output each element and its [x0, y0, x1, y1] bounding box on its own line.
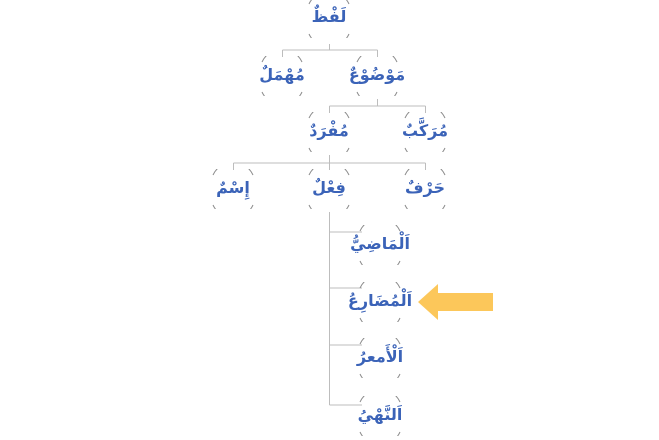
node-label: إِسْمٌ — [216, 178, 250, 197]
connector-fil-children — [329, 212, 362, 406]
node-amr: اَلْأَمعرُ — [350, 338, 410, 378]
node-label: لَفْظٌ — [311, 7, 347, 26]
node-murakkab: مُرَكَّبٌ — [395, 112, 455, 152]
node-label: فِعْلٌ — [312, 178, 346, 197]
node-mudari: اَلْمُضَارِعُ — [348, 282, 412, 322]
node-label: مَوْضُوْعٌ — [348, 65, 406, 84]
connector-mufrad-children — [233, 155, 426, 170]
node-label: اَلْمُضَارِعُ — [347, 291, 413, 310]
node-label: مُفْرَدٌ — [309, 121, 349, 140]
node-mufrad: مُفْرَدٌ — [299, 112, 359, 152]
connector-mawdu-children — [329, 99, 426, 113]
node-ism: إِسْمٌ — [203, 169, 263, 209]
node-label: مُهْمَلٌ — [259, 65, 305, 84]
node-harf: حَرْفٌ — [395, 169, 455, 209]
node-label: اَلنَّهْيُ — [357, 405, 403, 424]
node-label: حَرْفٌ — [404, 178, 446, 197]
node-mawdu: مَوْضُوْعٌ — [347, 56, 407, 96]
node-label: مُرَكَّبٌ — [401, 121, 449, 140]
node-nahy: اَلنَّهْيُ — [350, 396, 410, 436]
node-fil: فِعْلٌ — [299, 169, 359, 209]
node-label: اَلْمَاضِيُّ — [350, 234, 410, 253]
node-madi: اَلْمَاضِيُّ — [350, 225, 410, 265]
left-arrow-icon — [418, 284, 493, 320]
node-muhmal: مُهْمَلٌ — [252, 56, 312, 96]
node-label: اَلْأَمعرُ — [356, 347, 404, 366]
node-lafz: لَفْظٌ — [299, 0, 359, 38]
connector-lafz-children — [282, 44, 378, 57]
